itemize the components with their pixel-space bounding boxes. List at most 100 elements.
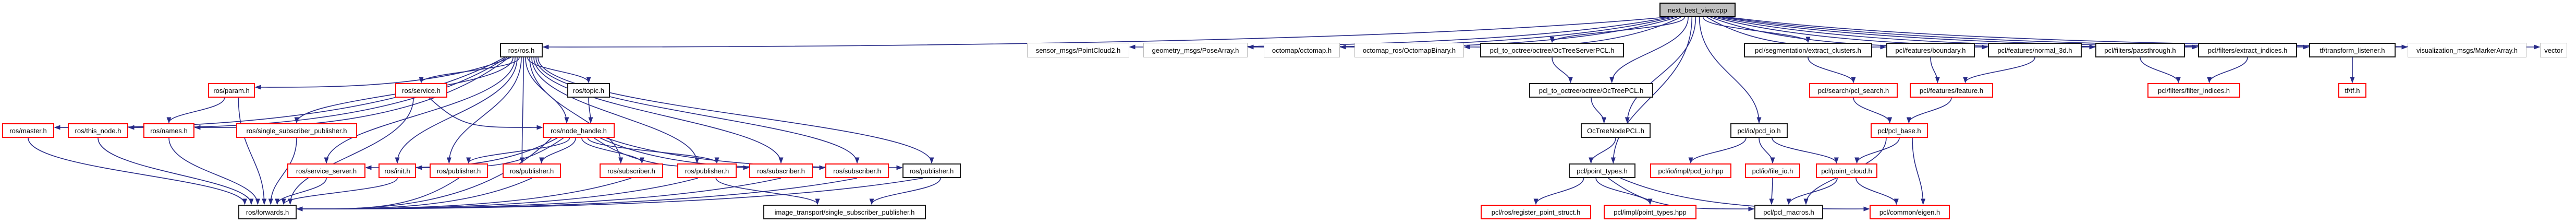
edge-root-to-octreenodepcl bbox=[1625, 17, 1696, 124]
graph-node-point_cloud[interactable]: pcl/point_cloud.h bbox=[1816, 163, 1877, 178]
node-label-octreeserverpcl: pcl_to_octree/octree/OcTreeServerPCL.h bbox=[1490, 46, 1615, 54]
graph-node-boundary[interactable]: pcl/features/boundary.h bbox=[1886, 43, 1975, 57]
node-label-pub1: ros/publisher.h bbox=[436, 167, 481, 175]
graph-node-feature[interactable]: pcl/features/feature.h bbox=[1910, 83, 1993, 98]
graph-node-it_ssp[interactable]: image_transport/single_subscriber_publis… bbox=[763, 205, 926, 219]
graph-node-octreeserverpcl[interactable]: pcl_to_octree/octree/OcTreeServerPCL.h bbox=[1480, 43, 1624, 57]
node-label-forwards: ros/forwards.h bbox=[246, 208, 289, 216]
graph-node-param[interactable]: ros/param.h bbox=[208, 83, 255, 98]
edge-octreeserverpcl-to-octreepcl bbox=[1552, 57, 1573, 84]
edge-pcl_search-to-pcl_base bbox=[1853, 97, 1893, 124]
node-label-filter_indices: pcl/filters/filter_indices.h bbox=[2158, 86, 2230, 95]
graph-node-pcdio_hpp[interactable]: pcl/io/impl/pcd_io.hpp bbox=[1650, 163, 1731, 178]
edge-extract_clusters-to-pcl_search bbox=[1808, 57, 1856, 84]
graph-node-sspub[interactable]: ros/single_subscriber_publisher.h bbox=[236, 123, 357, 138]
graph-node-octomap[interactable]: octomap/octomap.h bbox=[1264, 43, 1340, 57]
edge-param-to-forwards bbox=[238, 97, 267, 205]
edge-sspub-to-forwards bbox=[268, 137, 297, 205]
graph-node-pcl_search[interactable]: pcl/search/pcl_search.h bbox=[1809, 83, 1898, 98]
graph-node-service[interactable]: ros/service.h bbox=[395, 83, 447, 98]
edge-this_node-to-forwards bbox=[97, 137, 254, 205]
graph-node-ros_ros[interactable]: ros/ros.h bbox=[500, 43, 543, 57]
graph-node-sub3[interactable]: ros/subscriber.h bbox=[825, 163, 889, 178]
graph-node-node_handle[interactable]: ros/node_handle.h bbox=[543, 123, 615, 138]
graph-node-pcl_macros[interactable]: pcl/pcl_macros.h bbox=[1754, 205, 1823, 219]
graph-node-posearray[interactable]: geometry_msgs/PoseArray.h bbox=[1143, 43, 1248, 57]
graph-node-sub1[interactable]: ros/subscriber.h bbox=[600, 163, 663, 178]
node-label-eigen: pcl/common/eigen.h bbox=[1879, 208, 1940, 216]
graph-node-markerarray[interactable]: visualization_msgs/MarkerArray.h bbox=[2408, 43, 2526, 57]
edge-point_types-to-reg_ps bbox=[1533, 178, 1584, 205]
edge-feature-to-pcl_base bbox=[1906, 97, 1952, 124]
graph-node-init[interactable]: ros/init.h bbox=[379, 163, 416, 178]
edge-service_server-to-forwards bbox=[275, 178, 327, 205]
edge-boundary-to-feature bbox=[1930, 57, 1940, 84]
node-label-this_node: ros/this_node.h bbox=[75, 126, 121, 135]
edge-point_cloud-to-pcl_macros bbox=[1786, 178, 1838, 205]
graph-node-normal3d[interactable]: pcl/features/normal_3d.h bbox=[1988, 43, 2082, 57]
edge-ros_ros-to-pub4 bbox=[538, 57, 934, 164]
edge-ros_ros-to-param bbox=[254, 57, 511, 90]
node-label-pub4: ros/publisher.h bbox=[909, 167, 954, 175]
graph-node-pt_hpp[interactable]: pcl/impl/point_types.hpp bbox=[1604, 205, 1696, 219]
graph-node-pub4[interactable]: ros/publisher.h bbox=[902, 163, 961, 178]
graph-node-reg_ps[interactable]: pcl/ros/register_point_struct.h bbox=[1481, 205, 1591, 219]
edge-node_handle-to-pub3 bbox=[587, 137, 719, 164]
edge-pub3-to-it_ssp bbox=[715, 178, 820, 205]
node-label-tf: tf/tf.h bbox=[2345, 86, 2360, 95]
edge-root-to-octreeserverpcl bbox=[1549, 17, 1685, 43]
node-label-octomap: octomap/octomap.h bbox=[1272, 46, 1332, 54]
graph-node-pub3[interactable]: ros/publisher.h bbox=[677, 163, 737, 178]
graph-node-pc2[interactable]: sensor_msgs/PointCloud2.h bbox=[1027, 43, 1129, 57]
node-label-pcl_base: pcl/pcl_base.h bbox=[1877, 126, 1921, 135]
node-label-sub2: ros/subscriber.h bbox=[757, 167, 805, 175]
node-label-point_cloud: pcl/point_cloud.h bbox=[1821, 167, 1872, 175]
graph-node-point_types[interactable]: pcl/point_types.h bbox=[1569, 163, 1635, 178]
edge-octreenodepcl-to-point_types bbox=[1589, 137, 1616, 164]
graph-node-transform_listener[interactable]: tf/transform_listener.h bbox=[2309, 43, 2396, 57]
node-label-root: next_best_view.cpp bbox=[1668, 6, 1727, 14]
graph-node-this_node[interactable]: ros/this_node.h bbox=[68, 123, 128, 138]
edge-root-to-octreepcl bbox=[1609, 17, 1689, 84]
graph-node-sub2[interactable]: ros/subscriber.h bbox=[749, 163, 813, 178]
graph-node-extract_clusters[interactable]: pcl/segmentation/extract_clusters.h bbox=[1744, 43, 1872, 57]
edge-topic-to-node_handle bbox=[588, 97, 593, 124]
edge-file_io-to-pcl_macros bbox=[1769, 178, 1774, 205]
edge-node_handle-to-pub2 bbox=[539, 137, 576, 164]
graph-node-passthrough[interactable]: pcl/filters/passthrough.h bbox=[2095, 43, 2185, 57]
edge-root-to-pcd_io bbox=[1699, 17, 1762, 124]
graph-node-pub1[interactable]: ros/publisher.h bbox=[430, 163, 488, 178]
edge-ros_ros-to-this_node bbox=[128, 57, 507, 130]
graph-node-topic[interactable]: ros/topic.h bbox=[567, 83, 610, 98]
graph-node-pub2[interactable]: ros/publisher.h bbox=[503, 163, 561, 178]
graph-node-octomapbinary[interactable]: octomap_ros/OctomapBinary.h bbox=[1354, 43, 1464, 57]
graph-node-names[interactable]: ros/names.h bbox=[143, 123, 194, 138]
graph-node-pcd_io[interactable]: pcl/io/pcd_io.h bbox=[1730, 123, 1788, 138]
graph-node-tf[interactable]: tf/tf.h bbox=[2338, 83, 2366, 98]
graph-node-forwards[interactable]: ros/forwards.h bbox=[238, 205, 297, 219]
edge-root-to-ros_ros bbox=[542, 17, 1666, 50]
graph-node-vector[interactable]: vector bbox=[2540, 43, 2567, 57]
edge-pcl_base-to-point_cloud bbox=[1854, 137, 1900, 164]
edge-ros_ros-to-names bbox=[194, 57, 509, 130]
graph-root-node-root[interactable]: next_best_view.cpp bbox=[1659, 3, 1736, 17]
graph-node-filter_indices[interactable]: pcl/filters/filter_indices.h bbox=[2147, 83, 2240, 98]
node-label-pcdio_hpp: pcl/io/impl/pcd_io.hpp bbox=[1658, 167, 1724, 175]
graph-node-octreepcl[interactable]: pcl_to_octree/octree/OcTreePCL.h bbox=[1529, 83, 1653, 98]
edge-ros_ros-to-sub2 bbox=[533, 57, 784, 164]
graph-node-extract_indices[interactable]: pcl/filters/extract_indices.h bbox=[2198, 43, 2297, 57]
graph-node-service_server[interactable]: ros/service_server.h bbox=[287, 163, 365, 178]
node-label-pt_hpp: pcl/impl/point_types.hpp bbox=[1614, 208, 1687, 216]
node-label-file_io: pcl/io/file_io.h bbox=[1752, 167, 1793, 175]
node-label-names: ros/names.h bbox=[150, 126, 188, 135]
node-label-octreepcl: pcl_to_octree/octree/OcTreePCL.h bbox=[1539, 86, 1644, 95]
node-label-topic: ros/topic.h bbox=[573, 86, 604, 95]
edge-ros_ros-to-sub1 bbox=[529, 57, 624, 164]
graph-node-octreenodepcl[interactable]: OcTreeNodePCL.h bbox=[1581, 123, 1651, 138]
graph-node-eigen[interactable]: pcl/common/eigen.h bbox=[1870, 205, 1950, 219]
graph-node-master[interactable]: ros/master.h bbox=[2, 123, 54, 138]
graph-node-file_io[interactable]: pcl/io/file_io.h bbox=[1745, 163, 1800, 178]
graph-node-pcl_base[interactable]: pcl/pcl_base.h bbox=[1871, 123, 1928, 138]
node-label-pcd_io: pcl/io/pcd_io.h bbox=[1737, 126, 1781, 135]
node-label-sspub: ros/single_subscriber_publisher.h bbox=[246, 126, 347, 135]
